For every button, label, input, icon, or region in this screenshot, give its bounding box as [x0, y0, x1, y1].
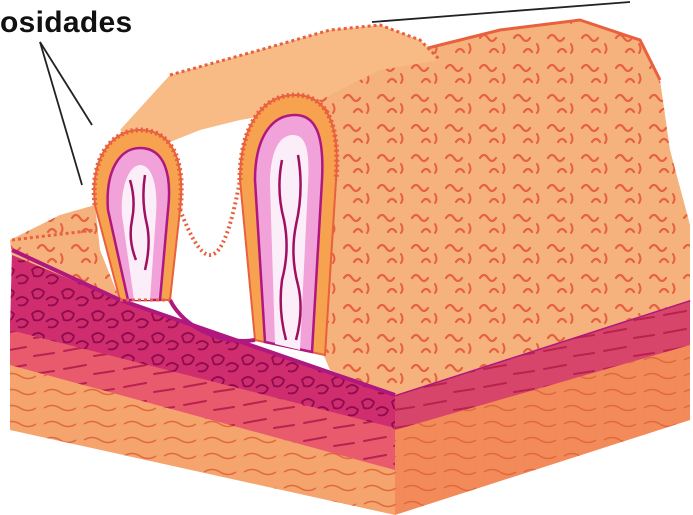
villus-middle: [240, 95, 337, 355]
